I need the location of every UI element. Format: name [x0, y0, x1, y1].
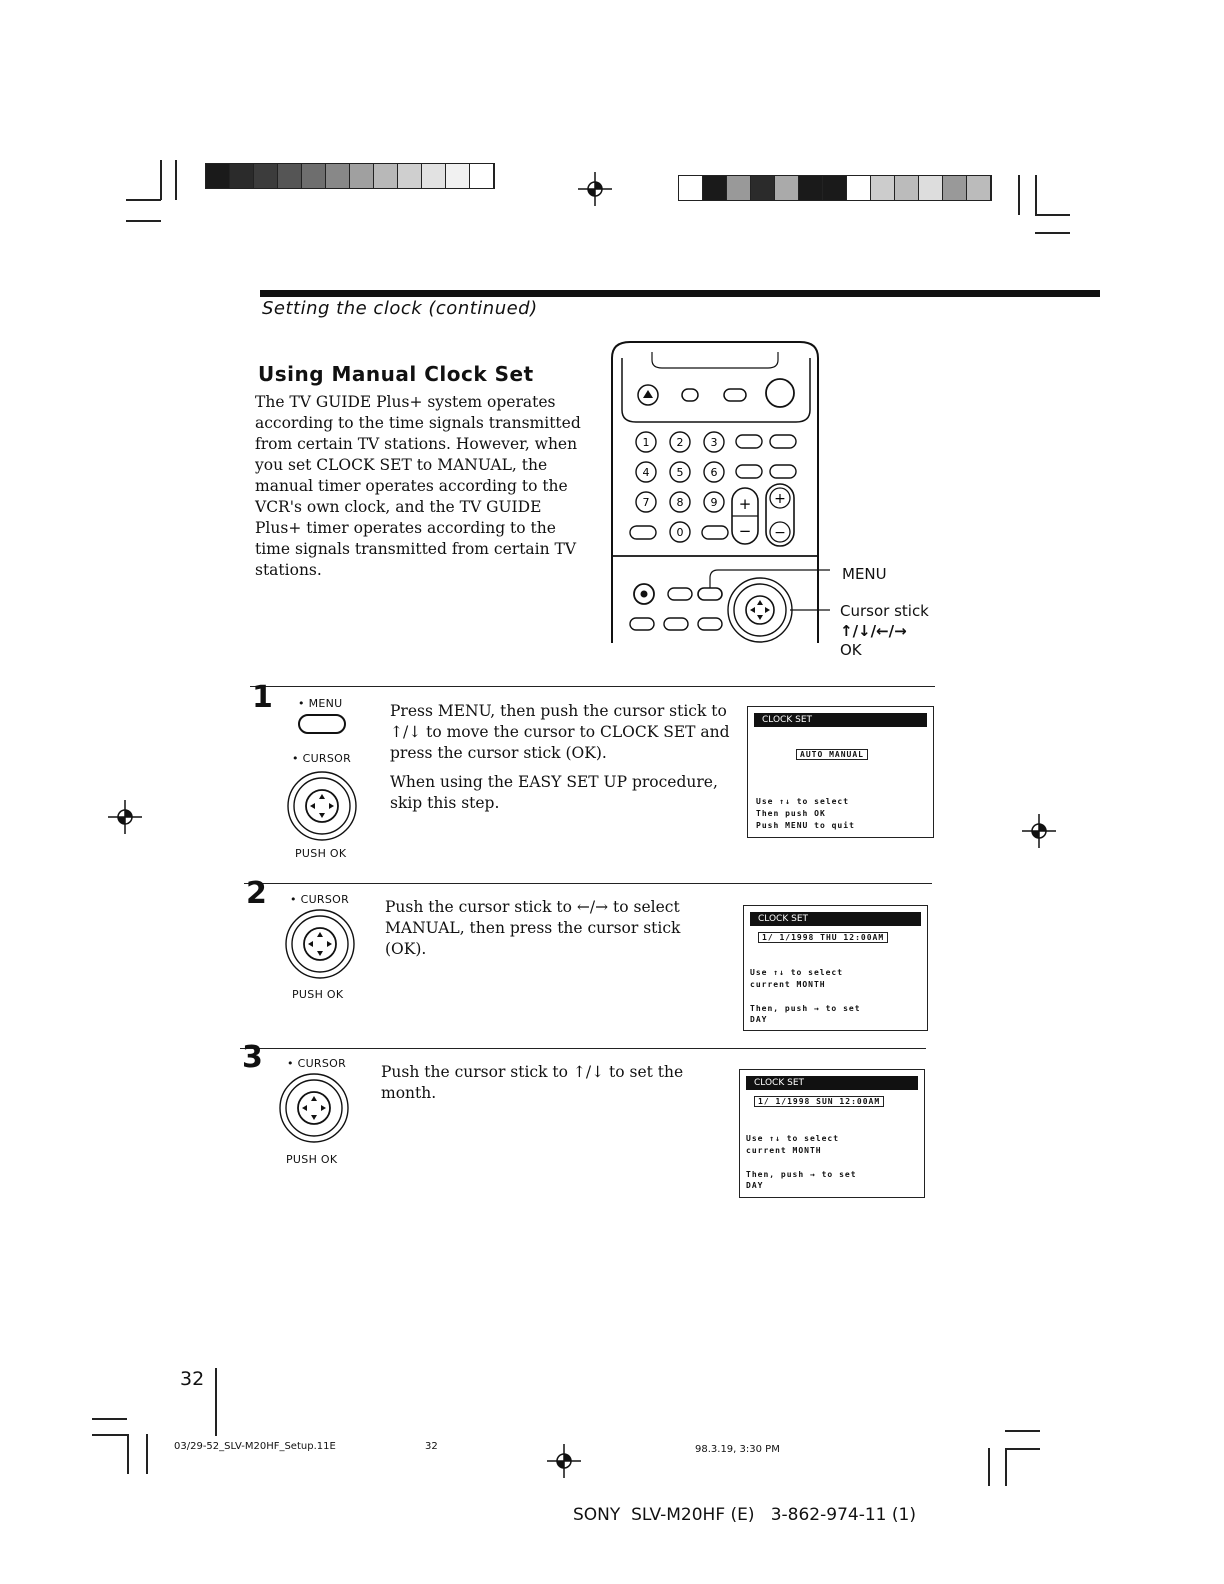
step-label-push-ok: PUSH OK	[286, 1153, 338, 1166]
step-label-cursor: • CURSOR	[290, 893, 350, 906]
key-0: 0	[677, 526, 684, 539]
vol-plus-icon: +	[774, 491, 786, 507]
ch-plus-icon: +	[739, 495, 752, 513]
cursor-stick-icon	[287, 771, 357, 841]
step-instruction: Push the cursor stick to ←/→ to select M…	[385, 898, 681, 958]
step-number: 1	[252, 680, 273, 715]
registration-target-icon	[547, 1444, 581, 1478]
power-button-icon	[765, 378, 795, 408]
screen-line: Then push OK	[756, 809, 826, 818]
screen-date: 1/ 1/1998 THU 12:00AM	[758, 932, 889, 943]
color-bar-left	[205, 163, 495, 189]
screen-line: DAY	[746, 1181, 764, 1190]
screen-line: Then, push → to set	[750, 1004, 861, 1013]
callout-menu: MENU	[842, 565, 887, 583]
key-7: 7	[643, 496, 650, 509]
screen-line: Use ↑↓ to select	[746, 1134, 840, 1143]
remote-control-illustration: 1 2 3 4 5 6 7 8 9 0 + − + −	[611, 341, 830, 643]
eject-button-icon	[637, 384, 659, 406]
ch-minus-icon: −	[739, 522, 752, 540]
screen-line: current MONTH	[746, 1146, 822, 1155]
tv-screen-clock-set: CLOCK SET 1/ 1/1998 THU 12:00AM Use ↑↓ t…	[743, 905, 928, 1031]
keypad: 1 2 3 4 5 6 7 8 9 0	[635, 431, 725, 543]
step-label-push-ok: PUSH OK	[292, 988, 344, 1001]
page-number-rule	[215, 1368, 217, 1436]
step-label-cursor: • CURSOR	[292, 752, 352, 765]
key-8: 8	[677, 496, 684, 509]
screen-line: Use ↑↓ to select	[756, 797, 850, 806]
callout-cursor-stick: Cursor stick	[840, 602, 929, 620]
key-3: 3	[711, 436, 718, 449]
key-9: 9	[711, 496, 718, 509]
footer-model: SONY SLV-M20HF (E) 3-862-974-11 (1)	[573, 1505, 916, 1525]
step-instruction: Push the cursor stick to ↑/↓ to set the …	[381, 1063, 684, 1102]
footer-file-page: 32	[425, 1441, 438, 1452]
screen-line: Use ↑↓ to select	[750, 968, 844, 977]
cursor-stick-icon	[285, 909, 355, 979]
menu-button-icon	[298, 714, 346, 734]
step-note: When using the EASY SET UP procedure, sk…	[390, 773, 718, 812]
tv-screen-clock-set: CLOCK SET 1/ 1/1998 SUN 12:00AM Use ↑↓ t…	[739, 1069, 925, 1198]
footer-file-name: 03/29-52_SLV-M20HF_Setup.11E	[174, 1441, 336, 1452]
screen-option: AUTO MANUAL	[796, 749, 868, 760]
key-2: 2	[677, 436, 684, 449]
step-instruction: Press MENU, then push the cursor stick t…	[390, 702, 730, 762]
tv-screen-clock-set: CLOCK SET AUTO MANUAL Use ↑↓ to select T…	[747, 706, 934, 838]
cursor-stick-icon	[727, 577, 793, 643]
menu-button-icon	[697, 587, 723, 601]
record-button-icon	[633, 583, 655, 605]
vol-minus-icon: −	[774, 525, 786, 541]
color-bar-right	[678, 175, 992, 201]
key-5: 5	[677, 466, 684, 479]
step-number: 3	[242, 1040, 263, 1075]
page-heading: Using Manual Clock Set	[258, 362, 534, 386]
step-divider	[250, 686, 935, 687]
screen-title: CLOCK SET	[754, 713, 927, 727]
step-label-cursor: • CURSOR	[287, 1057, 347, 1070]
registration-target-icon	[1022, 814, 1056, 848]
section-title: Setting the clock (continued)	[262, 298, 538, 319]
step-divider	[244, 883, 932, 884]
registration-target-icon	[108, 800, 142, 834]
step-divider	[240, 1048, 926, 1049]
key-1: 1	[643, 436, 650, 449]
footer-timestamp: 98.3.19, 3:30 PM	[695, 1444, 780, 1455]
intro-paragraph: The TV GUIDE Plus+ system operates accor…	[255, 393, 581, 579]
screen-line: current MONTH	[750, 980, 826, 989]
screen-line: DAY	[750, 1015, 768, 1024]
cursor-stick-icon	[279, 1073, 349, 1143]
screen-title: CLOCK SET	[746, 1076, 918, 1090]
step-label-push-ok: PUSH OK	[295, 847, 347, 860]
section-rule	[260, 290, 1100, 297]
step-number: 2	[246, 876, 267, 911]
key-6: 6	[711, 466, 718, 479]
step-label-menu: • MENU	[298, 697, 343, 710]
screen-line: Push MENU to quit	[756, 821, 855, 830]
screen-date: 1/ 1/1998 SUN 12:00AM	[754, 1096, 885, 1107]
screen-line: Then, push → to set	[746, 1170, 857, 1179]
callout-arrows: ↑/↓/←/→	[840, 622, 907, 640]
key-4: 4	[643, 466, 650, 479]
registration-target-icon	[578, 172, 612, 206]
callout-ok: OK	[840, 641, 862, 659]
page-number: 32	[180, 1368, 205, 1390]
screen-title: CLOCK SET	[750, 912, 921, 926]
